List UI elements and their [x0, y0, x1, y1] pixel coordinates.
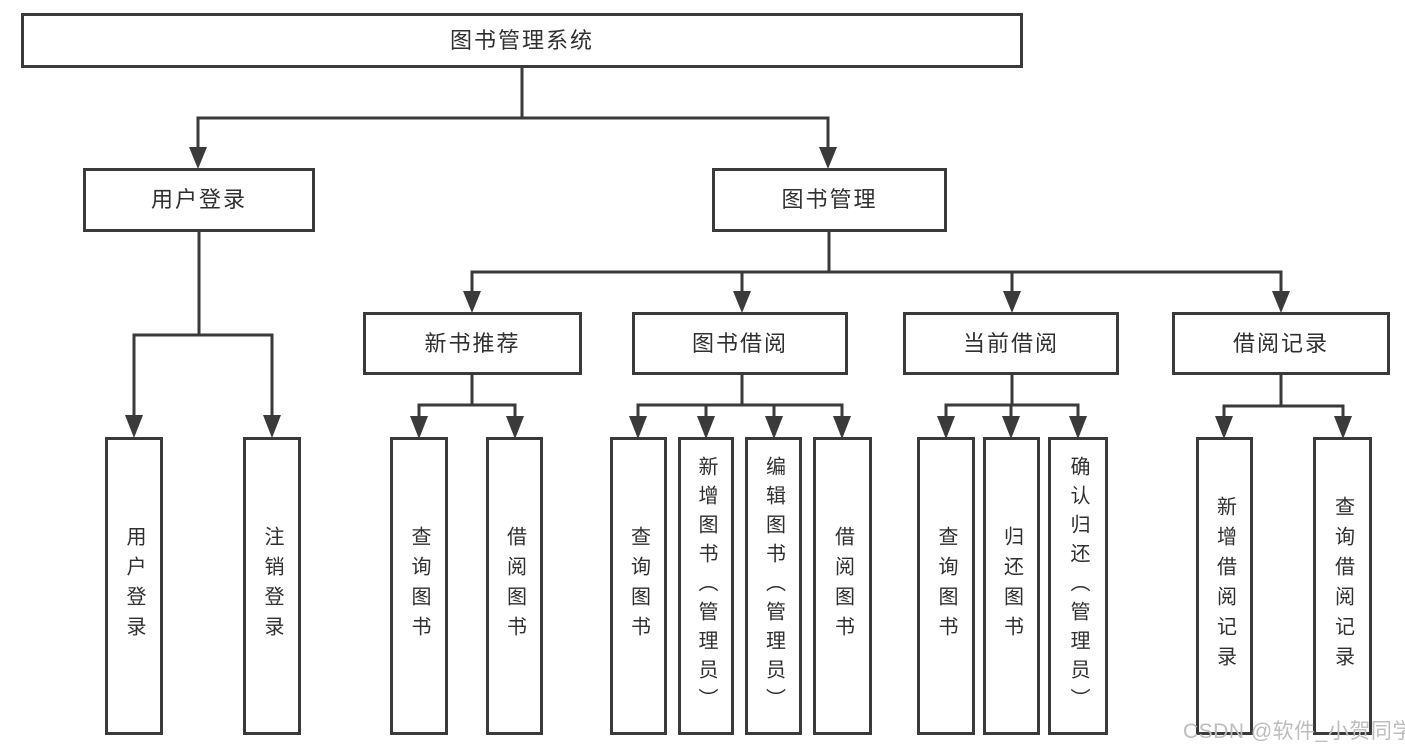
node-query-books-3: 查询图书 — [917, 437, 975, 735]
node-confirm-return-admin: 确认归还（管理员） — [1048, 437, 1108, 735]
node-query-borrow-record: 查询借阅记录 — [1313, 437, 1372, 735]
node-add-books-admin: 新增图书（管理员） — [678, 437, 734, 735]
node-borrowing-records: 借阅记录 — [1172, 312, 1390, 375]
node-logout-action: 注销登录 — [243, 437, 301, 735]
node-query-books-2: 查询图书 — [610, 437, 667, 735]
node-new-book-recommendation: 新书推荐 — [363, 312, 582, 375]
node-query-books-1: 查询图书 — [390, 437, 448, 735]
node-book-management-module: 图书管理 — [712, 168, 947, 232]
node-library-management-system: 图书管理系统 — [21, 13, 1023, 68]
node-return-books: 归还图书 — [983, 437, 1040, 735]
node-current-borrowing: 当前借阅 — [903, 312, 1119, 375]
node-book-borrowing: 图书借阅 — [632, 312, 848, 375]
csdn-watermark: CSDN @软件_小贺同学 — [1183, 720, 1405, 743]
node-borrow-books-2: 借阅图书 — [813, 437, 872, 735]
node-user-login-action: 用户登录 — [105, 437, 163, 735]
node-borrow-books-1: 借阅图书 — [486, 437, 543, 735]
node-add-borrow-record: 新增借阅记录 — [1196, 437, 1253, 735]
node-user-login-module: 用户登录 — [83, 168, 315, 232]
node-edit-books-admin: 编辑图书（管理员） — [745, 437, 802, 735]
